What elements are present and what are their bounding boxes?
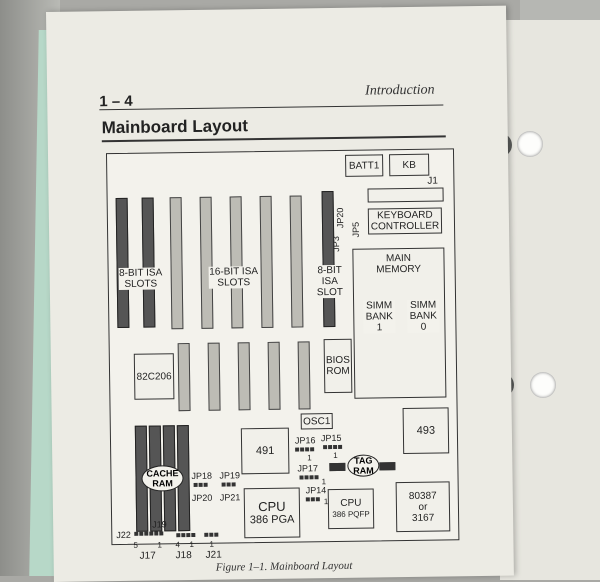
osc1: OSC1 bbox=[300, 413, 333, 430]
j17-label: J17 bbox=[139, 550, 156, 562]
fpu-or: or bbox=[418, 501, 428, 513]
binder-hole-top bbox=[517, 131, 543, 157]
chip-82c206: 82C206 bbox=[133, 353, 175, 400]
j21-pins bbox=[204, 532, 219, 537]
jp16-label: JP16 bbox=[294, 435, 316, 446]
cpu-pga-label: CPU bbox=[258, 498, 286, 514]
section-title: Introduction bbox=[365, 82, 435, 99]
isa16-slot-1-bottom bbox=[177, 343, 191, 412]
jp19-pins bbox=[221, 482, 236, 487]
fpu-80387: 80387 bbox=[408, 490, 437, 502]
j22-label: J22 bbox=[116, 529, 131, 541]
j19-label: J19 bbox=[152, 519, 167, 530]
j17-pin1: 1 bbox=[157, 540, 162, 550]
isa8-left-label: 8-BIT ISA SLOTS bbox=[118, 267, 163, 291]
battery: BATT1 bbox=[345, 154, 384, 177]
j21-label: J21 bbox=[205, 549, 222, 561]
keyboard-controller: KEYBOARD CONTROLLER bbox=[367, 207, 443, 235]
isa16-slot-3-top bbox=[229, 196, 244, 329]
keyboard-connector: KB bbox=[389, 153, 430, 177]
jp18-label: JP18 bbox=[191, 470, 213, 482]
tag-ram-right bbox=[379, 462, 396, 471]
tag-ram-left bbox=[329, 462, 346, 472]
tag-ram: TAG RAM bbox=[347, 454, 380, 477]
cpu-386-pqfp: CPU 386 PQFP bbox=[327, 488, 375, 530]
section-number: 1 – 4 bbox=[99, 92, 133, 111]
isa16-slot-3-bottom bbox=[237, 342, 251, 411]
j1-label: J1 bbox=[427, 175, 439, 187]
simm-bank-1: SIMM BANK 1 bbox=[363, 300, 396, 334]
j18-pin4: 4 bbox=[175, 540, 180, 550]
facing-page bbox=[500, 20, 600, 580]
isa16-slot-5-top bbox=[289, 195, 304, 328]
cpu-pqfp-type: 386 PQFP bbox=[332, 509, 370, 520]
isa16-slot-4-top bbox=[259, 195, 274, 329]
j18-pin1: 1 bbox=[189, 539, 194, 550]
j22-pins bbox=[134, 531, 164, 536]
j21-pin1: 1 bbox=[209, 539, 214, 549]
jp21-label: JP21 bbox=[219, 492, 241, 503]
isa16-slot-2-bottom bbox=[207, 342, 221, 411]
j18-label: J18 bbox=[175, 550, 192, 562]
chip-491: 491 bbox=[240, 427, 290, 475]
isa16-slot-5-bottom bbox=[297, 341, 311, 410]
jp14-label: JP14 bbox=[305, 485, 327, 496]
isa8-right-slot bbox=[321, 191, 336, 328]
j1-header bbox=[367, 187, 444, 203]
binder-hole-bottom bbox=[530, 372, 556, 398]
simm-bank-0: SIMM BANK 0 bbox=[407, 299, 440, 333]
main-memory-label: MAIN MEMORY bbox=[376, 252, 422, 276]
cpu-386-pga: CPU 386 PGA bbox=[243, 487, 301, 539]
chip-493: 493 bbox=[402, 407, 450, 455]
isa16-slot-2-top bbox=[199, 196, 214, 329]
cpu-pga-type: 386 PGA bbox=[249, 513, 295, 526]
jp17-pins bbox=[299, 475, 319, 480]
isa16-slot-1-top bbox=[169, 197, 184, 330]
figure-caption: Figure 1–1. Mainboard Layout bbox=[215, 559, 353, 574]
jp15-pin1: 1 bbox=[333, 450, 338, 461]
cache-ram: CACHE RAM bbox=[141, 465, 184, 492]
jp5-label: JP5 bbox=[350, 221, 361, 238]
page-title: Mainboard Layout bbox=[101, 116, 249, 138]
fpu-socket: 80387 or 3167 bbox=[395, 481, 451, 533]
mainboard-diagram: BATT1 KB J1 KEYBOARD CONTROLLER JP20 JP3… bbox=[105, 148, 460, 546]
jp20-label: JP20 bbox=[335, 207, 346, 229]
jp19-label: JP19 bbox=[219, 470, 241, 481]
isa8-slot-2 bbox=[141, 197, 156, 328]
jp15-pins bbox=[323, 444, 343, 450]
isa16-label: 16-BIT ISA SLOTS bbox=[208, 266, 259, 289]
j17-pin5: 5 bbox=[133, 540, 138, 550]
cpu-pqfp-label: CPU bbox=[340, 497, 362, 509]
jp20b-label: JP20 bbox=[191, 492, 213, 504]
j18-pins bbox=[176, 532, 196, 538]
manual-page: 1 – 4 Introduction Mainboard Layout BATT… bbox=[46, 5, 514, 582]
bios-rom: BIOS ROM bbox=[323, 338, 353, 394]
isa8-slot-1 bbox=[115, 197, 130, 329]
isa16-slot-4-bottom bbox=[267, 341, 281, 410]
jp15-label: JP15 bbox=[320, 432, 342, 444]
isa8-right-label: 8-BIT ISA SLOT bbox=[312, 264, 348, 299]
jp18-pins bbox=[193, 482, 208, 487]
jp16-pins bbox=[295, 447, 315, 452]
jp14-pins bbox=[305, 497, 320, 502]
jp17-label: JP17 bbox=[297, 463, 318, 474]
header-rule bbox=[99, 104, 444, 111]
jp16-pin1: 1 bbox=[307, 453, 312, 463]
fpu-3167: 3167 bbox=[411, 512, 435, 524]
